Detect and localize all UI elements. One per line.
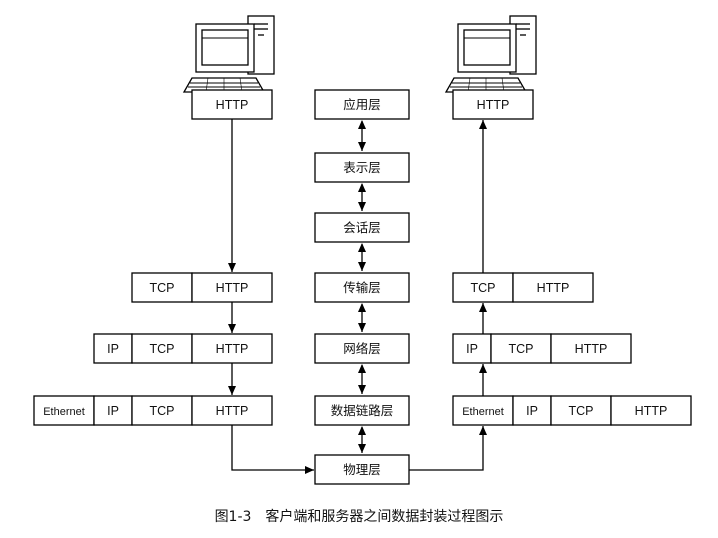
server-http-label: HTTP	[477, 98, 510, 112]
svg-text:应用层: 应用层	[343, 97, 381, 112]
server-ip-ip: IP	[466, 342, 478, 356]
osi-layer-network: 网络层	[314, 333, 410, 364]
client-to-physical-arrow	[231, 425, 314, 474]
client-ip-http: HTTP	[216, 342, 249, 356]
server-http-row: HTTP	[452, 89, 534, 120]
osi-layer-application: 应用层	[314, 89, 410, 120]
server-ip-http: HTTP	[575, 342, 608, 356]
client-eth-ethernet: Ethernet	[43, 406, 85, 418]
client-ip-tcp: TCP	[150, 342, 175, 356]
server-tcp-tcp: TCP	[471, 281, 496, 295]
client-eth-http: HTTP	[216, 404, 249, 418]
client-eth-tcp: TCP	[150, 404, 175, 418]
osi-layer-presentation: 表示层	[314, 152, 410, 183]
svg-text:会话层: 会话层	[343, 221, 381, 235]
svg-text:传输层: 传输层	[343, 280, 381, 295]
server-tcp-row: TCP HTTP	[452, 272, 594, 303]
client-computer-icon	[183, 15, 275, 93]
server-tcp-http: HTTP	[537, 281, 570, 295]
server-eth-http: HTTP	[635, 404, 668, 418]
client-eth-ip: IP	[107, 404, 119, 418]
client-http-row: HTTP	[191, 89, 273, 120]
server-ip-row: IP TCP HTTP	[452, 333, 632, 364]
server-eth-ethernet: Ethernet	[462, 406, 504, 418]
client-ethernet-row: Ethernet IP TCP HTTP	[33, 395, 273, 426]
osi-layer-session: 会话层	[314, 212, 410, 243]
client-http-label: HTTP	[216, 98, 249, 112]
server-eth-tcp: TCP	[569, 404, 594, 418]
physical-to-server-arrow	[409, 426, 487, 471]
svg-text:物理层: 物理层	[343, 463, 381, 477]
figure-caption: 图1-3 客户端和服务器之间数据封装过程图示	[215, 508, 504, 525]
osi-layer-physical: 物理层	[314, 454, 410, 485]
client-ip-ip: IP	[107, 342, 119, 356]
client-tcp-http: HTTP	[216, 281, 249, 295]
server-computer-icon	[445, 15, 537, 93]
server-eth-ip: IP	[526, 404, 538, 418]
client-tcp-tcp: TCP	[150, 281, 175, 295]
client-ip-row: IP TCP HTTP	[93, 333, 273, 364]
svg-text:网络层: 网络层	[343, 341, 381, 356]
osi-layer-datalink: 数据链路层	[314, 395, 410, 426]
server-ip-tcp: TCP	[509, 342, 534, 356]
client-tcp-row: TCP HTTP	[131, 272, 273, 303]
svg-text:数据链路层: 数据链路层	[331, 403, 394, 418]
svg-text:表示层: 表示层	[343, 161, 381, 175]
server-ethernet-row: Ethernet IP TCP HTTP	[452, 395, 692, 426]
osi-layer-transport: 传输层	[314, 272, 410, 303]
